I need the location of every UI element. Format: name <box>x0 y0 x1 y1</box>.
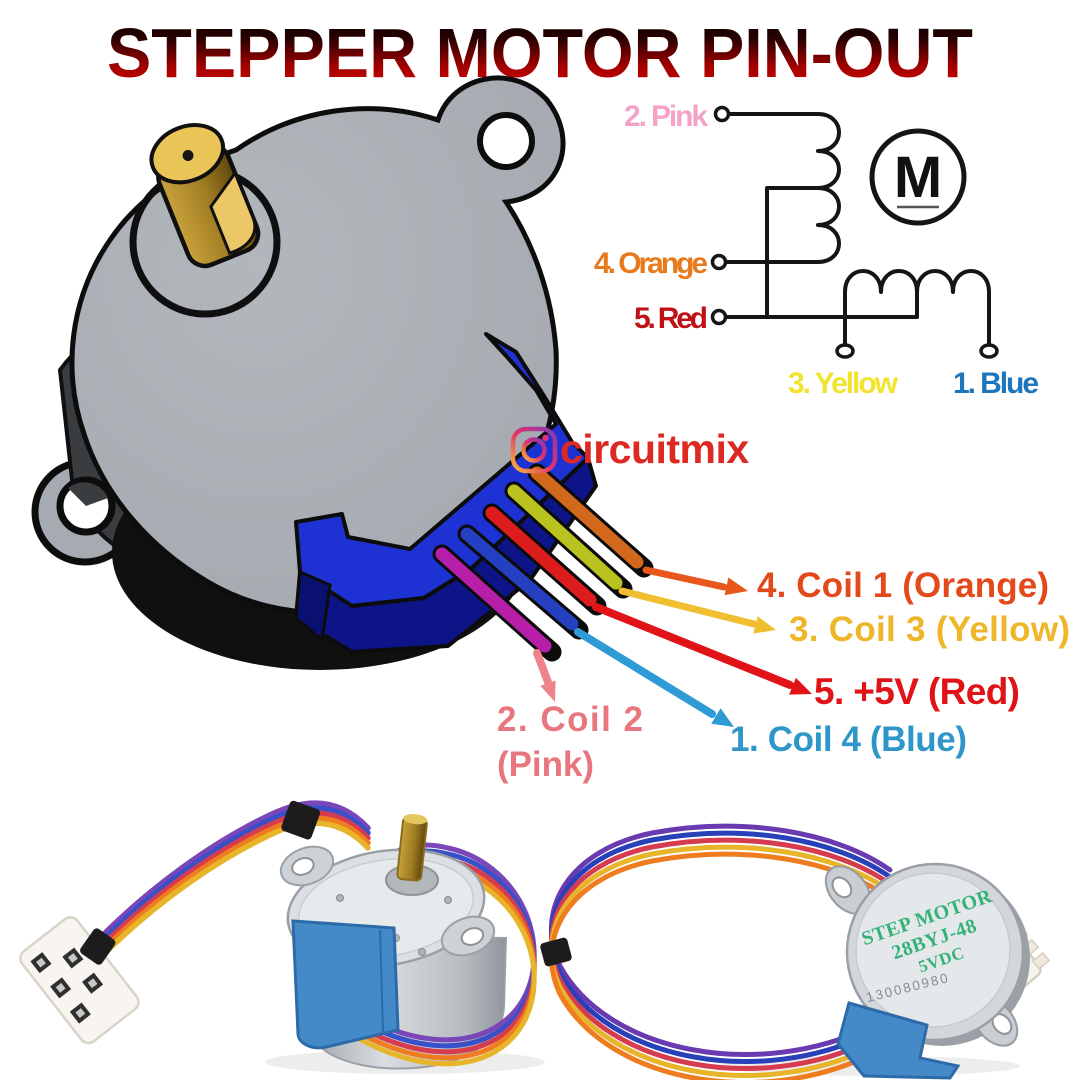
schematic-pin-pink: 2. Pink <box>624 100 708 133</box>
photo-left-wire-bundle <box>99 800 371 959</box>
photo-right: STEP MOTOR 28BYJ-48 5VDC 130080980 <box>540 823 1051 1080</box>
wire-red <box>485 506 597 607</box>
photo-left-ear-left <box>279 845 335 887</box>
photo-left <box>19 800 545 1074</box>
motor-symbol-letter: M <box>894 145 942 210</box>
coil-a-center-tap <box>765 186 818 317</box>
arrow-yellow <box>618 587 776 634</box>
schematic-pin-orange: 4. Orange <box>594 247 708 280</box>
heat-shrink-band <box>80 928 116 965</box>
photo-right-motor-face-inner <box>855 872 1011 1028</box>
motor-symbol-circle <box>869 128 967 226</box>
label-power: 5. +5V (Red) <box>814 671 1020 712</box>
coil-b-winding <box>843 269 991 344</box>
mounting-hole-top <box>477 112 535 170</box>
label-coil2-line2: (Pink) <box>497 745 594 784</box>
pinout-arrows <box>533 566 812 727</box>
photo-left-connector <box>19 916 140 1045</box>
connector-pins <box>30 947 104 1024</box>
terminal-orange <box>710 253 728 271</box>
motor-shaft <box>149 123 261 269</box>
label-coil3: 3. Coil 3 (Yellow) <box>789 610 1070 649</box>
wire-yellow <box>507 484 623 590</box>
photo-right-blue-box <box>836 1001 961 1080</box>
brand-watermark: circuitmix <box>510 426 750 474</box>
cartoon-motor <box>31 75 654 670</box>
photo-left-blue-box <box>291 919 400 1050</box>
arrow-blue <box>574 628 734 727</box>
label-coil4: 1. Coil 4 (Blue) <box>730 720 967 759</box>
motor-wires <box>432 463 654 662</box>
terminal-red <box>710 308 728 326</box>
wire-orange <box>530 466 644 569</box>
schematic-pin-blue: 1. Blue <box>953 367 1039 400</box>
schematic-pin-red: 5. Red <box>634 302 708 335</box>
terminal-yellow <box>835 343 855 359</box>
label-coil2-line1: 2. Coil 2 <box>497 700 643 739</box>
photo-left-blue-box-edge <box>379 929 384 1033</box>
photo-right-ear-top <box>824 865 872 915</box>
arrow-orange <box>642 566 748 596</box>
wire-blue <box>460 527 579 631</box>
page-title: STEPPER MOTOR PIN-OUT <box>107 14 973 92</box>
terminal-blue <box>979 343 999 359</box>
arrow-pink <box>533 649 556 702</box>
schematic-pin-yellow: 3. Yellow <box>788 367 899 400</box>
terminal-pink <box>713 105 731 123</box>
photo-left-ear-right <box>440 915 496 957</box>
instagram-icon <box>510 426 558 474</box>
wire-magenta <box>435 547 552 653</box>
heat-shrink-band <box>281 800 321 840</box>
photo-right-wire-loop <box>549 823 893 1080</box>
label-coil1: 4. Coil 1 (Orange) <box>757 566 1049 605</box>
schematic <box>710 105 999 359</box>
brand-handle: circuitmix <box>560 426 749 472</box>
arrow-red <box>592 603 812 695</box>
common-red-line <box>726 292 919 319</box>
heat-shrink-band <box>540 937 572 967</box>
photo-left-shaft <box>396 814 428 882</box>
housing-left-facet <box>294 569 332 643</box>
mounting-hole-shadow <box>68 482 108 506</box>
